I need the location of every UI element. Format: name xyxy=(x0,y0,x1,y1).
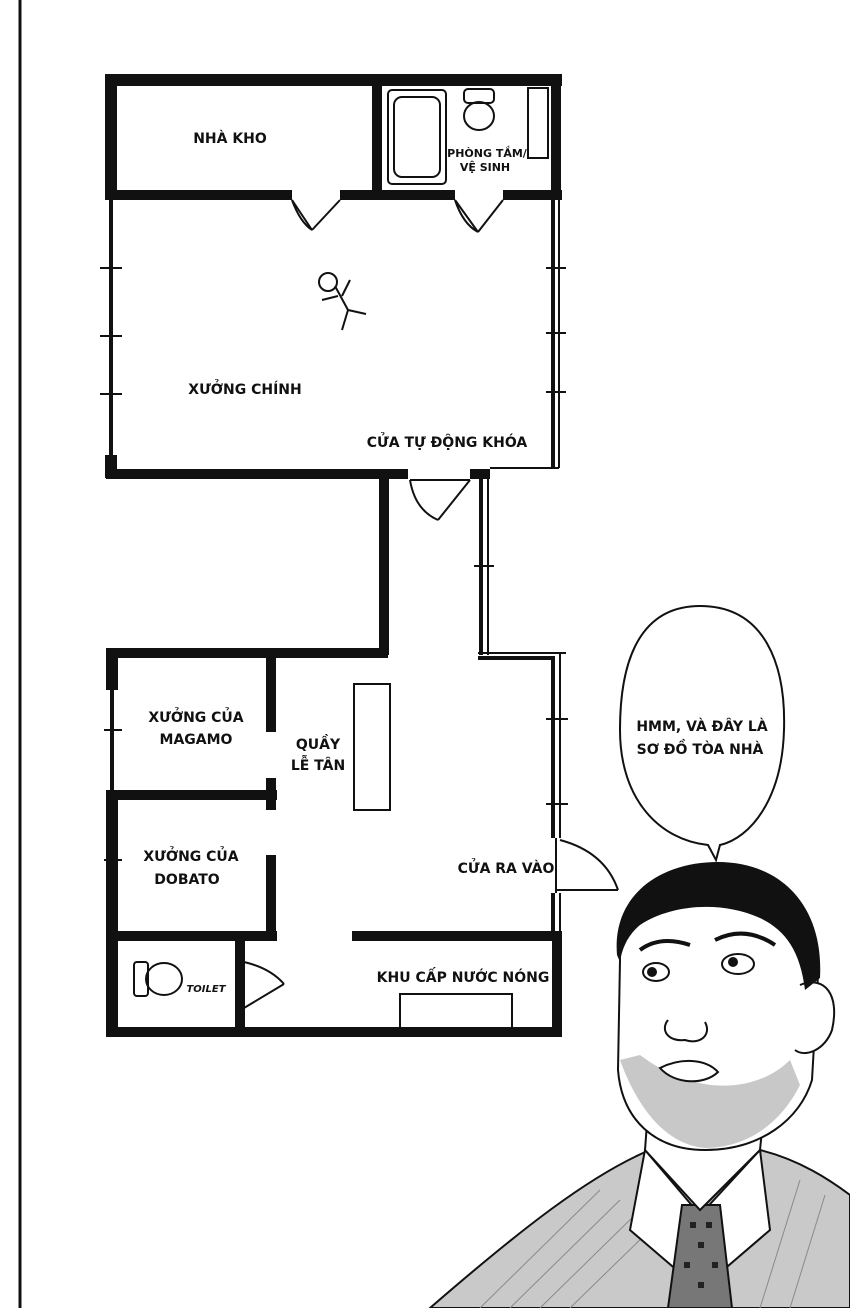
label-storage: NHÀ KHO xyxy=(193,130,267,147)
label-hot-water: KHU CẤP NƯỚC NÓNG xyxy=(377,966,550,986)
speech-line-1: HMM, VÀ ĐÂY LÀ xyxy=(636,718,768,735)
speech-line-2: SƠ ĐỒ TÒA NHÀ xyxy=(637,739,764,758)
hot-water-counter-icon xyxy=(399,993,513,1033)
toilet-fixture-icon xyxy=(133,961,183,997)
label-bathroom-line1: PHÒNG TẮM/ xyxy=(447,145,528,160)
label-auto-lock-door: CỬA TỰ ĐỘNG KHÓA xyxy=(367,432,528,451)
speech-bubble: HMM, VÀ ĐÂY LÀ SƠ ĐỒ TÒA NHÀ xyxy=(618,604,786,863)
door-auto-lock-icon xyxy=(409,479,471,521)
label-dobato-line2: DOBATO xyxy=(154,872,219,888)
reception-counter-icon xyxy=(353,683,391,811)
label-toilet: TOILET xyxy=(186,984,226,995)
label-main-workshop: XƯỞNG CHÍNH xyxy=(188,379,301,398)
bathtub-icon xyxy=(387,89,447,185)
label-magamo-line1: XƯỞNG CỦA xyxy=(148,707,243,726)
upper-building xyxy=(100,74,566,479)
label-bathroom-line2: VỆ SINH xyxy=(460,161,510,174)
corridor xyxy=(379,474,494,655)
label-entrance: CỬA RA VÀO xyxy=(458,858,555,877)
label-magamo-line2: MAGAMO xyxy=(160,732,233,748)
character-man-illustration xyxy=(428,862,850,1308)
door-bathroom-icon xyxy=(454,199,504,233)
label-reception-line1: QUẦY xyxy=(296,734,341,753)
door-entrance-icon xyxy=(555,838,619,893)
toilet-bowl-icon xyxy=(463,88,495,131)
label-reception-line2: LỄ TÂN xyxy=(291,755,345,774)
label-dobato-line1: XƯỞNG CỦA xyxy=(143,846,238,865)
sink-counter-icon xyxy=(527,87,549,159)
door-toilet-icon xyxy=(243,961,285,1009)
stick-figure-icon xyxy=(318,272,367,331)
door-storage-icon xyxy=(291,199,341,231)
